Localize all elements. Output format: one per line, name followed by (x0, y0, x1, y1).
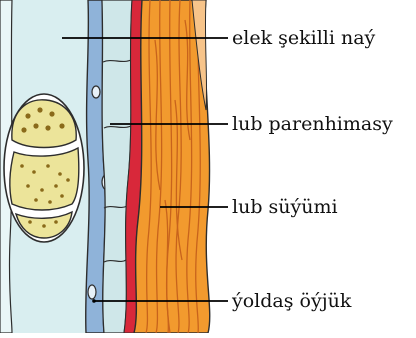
label-phloem-fibers: lub süýümi (232, 198, 338, 217)
label-phloem-parenchyma: lub parenhimasy (232, 115, 393, 134)
label-companion-cell: ýoldaş öýjük (232, 292, 351, 311)
leader-companion-dot (92, 299, 96, 303)
label-sieve-tube: elek şekilli naý (232, 29, 375, 48)
companion-nucleus-4 (88, 285, 96, 299)
companion-nucleus-2 (92, 86, 100, 98)
